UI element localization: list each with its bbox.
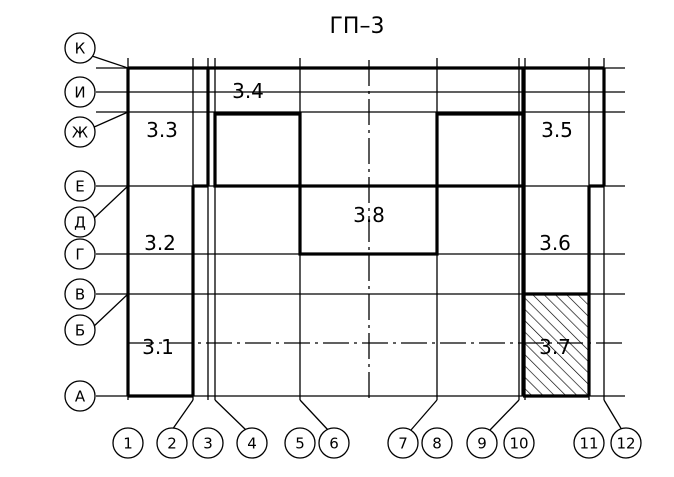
row-bubble-label: И: [74, 84, 85, 102]
column-bubble-5: 5: [284, 427, 316, 459]
row-bubble-label: Е: [75, 178, 84, 196]
row-bubble-v: В: [64, 278, 96, 310]
column-bubble-label: 5: [295, 435, 305, 453]
row-axis-bubbles: К И Ж Е Д Г В Б: [64, 32, 96, 412]
row-bubble-a: А: [64, 380, 96, 412]
row-bubble-label: Б: [75, 322, 85, 340]
column-bubble-label: 2: [167, 435, 177, 453]
column-bubble-10: 10: [503, 427, 535, 459]
row-bubble-label: Г: [75, 246, 84, 264]
column-bubble-label: 3: [203, 435, 213, 453]
column-bubble-label: 12: [616, 435, 635, 453]
column-bubble-2: 2: [156, 427, 188, 459]
column-bubble-label: 8: [432, 435, 442, 453]
room-label-3-6: 3.6: [539, 231, 571, 255]
row-bubble-label: Ж: [72, 124, 88, 142]
column-bubble-11: 11: [573, 427, 605, 459]
column-bubble-label: 9: [477, 435, 487, 453]
column-bubble-label: 1: [123, 435, 133, 453]
room-label-3-3: 3.3: [146, 118, 178, 142]
column-bubble-6: 6: [318, 427, 350, 459]
room-walls: [126, 66, 606, 398]
room-label-3-7: 3.7: [539, 335, 571, 359]
room-label-3-5: 3.5: [541, 118, 573, 142]
column-bubble-label: 4: [247, 435, 257, 453]
column-bubble-label: 11: [579, 435, 598, 453]
column-bubble-12: 12: [610, 427, 642, 459]
row-bubble-k: К: [64, 32, 96, 64]
room-label-3-8: 3.8: [353, 203, 385, 227]
hatched-room-fill: [523, 294, 589, 396]
row-bubble-label: В: [75, 286, 85, 304]
row-bubble-e: Е: [64, 170, 96, 202]
row-bubble-label: А: [75, 388, 86, 406]
row-bubble-b: Б: [64, 314, 96, 346]
column-bubble-7: 7: [387, 427, 419, 459]
row-bubble-g: Г: [64, 238, 96, 270]
row-bubble-d: Д: [64, 206, 96, 238]
room-label-3-1: 3.1: [142, 335, 174, 359]
plan-title: ГП–3: [330, 14, 385, 39]
column-bubble-label: 6: [329, 435, 339, 453]
row-bubble-label: К: [75, 40, 86, 58]
column-bubble-9: 9: [466, 427, 498, 459]
column-bubble-4: 4: [236, 427, 268, 459]
row-bubble-label: Д: [74, 214, 86, 232]
column-bubble-8: 8: [421, 427, 453, 459]
column-bubble-1: 1: [112, 427, 144, 459]
column-bubble-label: 7: [398, 435, 408, 453]
column-bubble-3: 3: [192, 427, 224, 459]
room-label-3-2: 3.2: [144, 231, 176, 255]
row-bubble-i: И: [64, 76, 96, 108]
column-bubble-label: 10: [509, 435, 528, 453]
row-bubble-zh: Ж: [64, 116, 96, 148]
column-axis-bubbles: 1 2 3 4 5 6 7 8: [112, 427, 642, 459]
room-label-3-4: 3.4: [232, 79, 264, 103]
room-labels: 3.1 3.2 3.3 3.4 3.5 3.6 3.7 3.8: [142, 79, 573, 359]
column-leader-lines: [171, 399, 623, 431]
row-leader-lines: [91, 55, 129, 329]
